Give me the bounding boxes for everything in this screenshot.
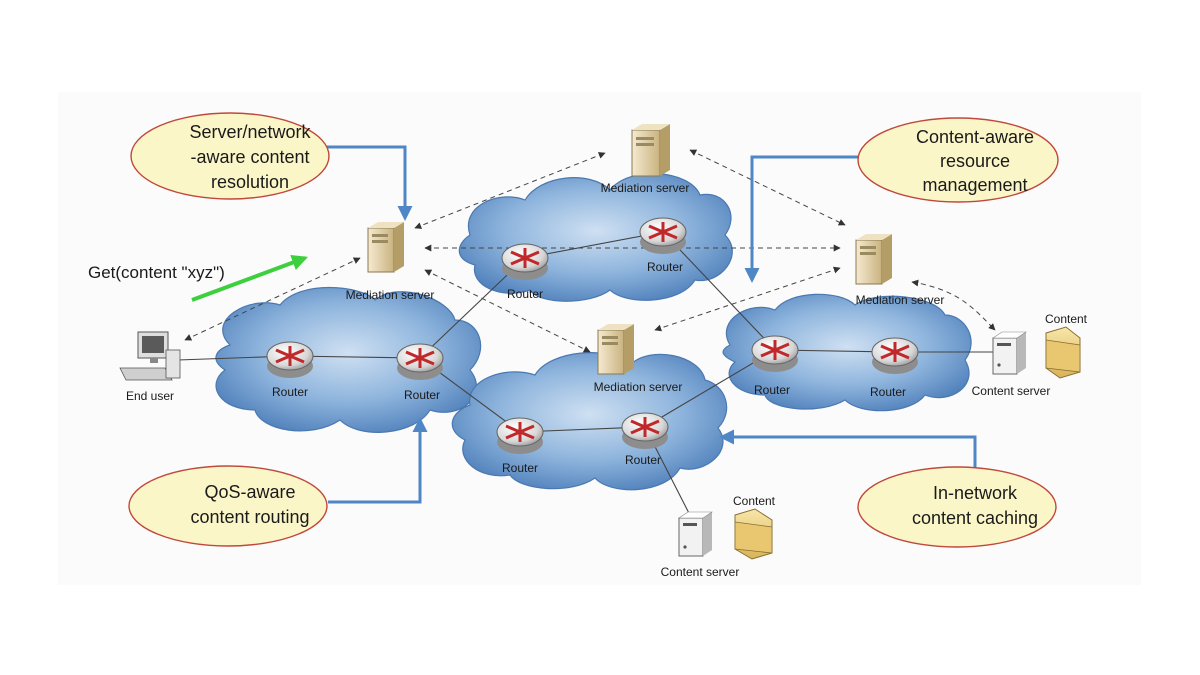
callout-line: In-network <box>933 483 1018 503</box>
end-user-pc: End user <box>119 331 181 403</box>
callout-arrows <box>322 145 977 504</box>
router-label: Router <box>404 388 440 402</box>
router-label: Router <box>754 383 790 397</box>
router-label: Router <box>272 385 308 399</box>
callout-line: content routing <box>190 507 309 527</box>
content-server-label: Content server <box>661 565 740 579</box>
callout-line: content caching <box>912 508 1038 528</box>
cloud-bottom <box>451 352 728 491</box>
arrow-content-aware <box>744 155 860 283</box>
mediation-server-label: Mediation server <box>856 293 945 307</box>
router-label: Router <box>870 385 906 399</box>
callout-line: management <box>922 175 1027 195</box>
callout-line: -aware content <box>190 147 309 167</box>
callout-line: QoS-aware <box>204 482 295 502</box>
router-bottom-2: Router <box>621 412 669 467</box>
content-server-bottom: Content server <box>661 511 740 579</box>
router-label: Router <box>625 453 661 467</box>
dash-top-right <box>689 149 846 226</box>
router-left-2: Router <box>396 343 444 402</box>
arrow-qos-routing <box>328 417 428 504</box>
router-label: Router <box>507 287 543 301</box>
dash-mediation-contentserver <box>911 279 996 331</box>
arrow-server-network <box>322 145 413 221</box>
callout-qos-routing: QoS-aware content routing <box>128 465 328 547</box>
end-user-label: End user <box>126 389 174 403</box>
router-left-1: Router <box>266 341 314 399</box>
dash-bottom-right <box>654 266 841 332</box>
callout-server-network: Server/network -aware content resolution <box>130 112 330 200</box>
callout-line: resolution <box>211 172 289 192</box>
mediation-server-left: Mediation server <box>346 222 435 302</box>
router-right-1: Router <box>751 335 799 397</box>
router-top-1: Router <box>501 243 549 301</box>
router-right-2: Router <box>870 337 919 399</box>
dash-left-bottom <box>424 269 591 353</box>
arrow-in-network <box>719 429 977 470</box>
content-server-label: Content server <box>972 384 1051 398</box>
request-label: Get(content "xyz") <box>88 263 225 282</box>
mediation-server-right: Mediation server <box>855 234 945 307</box>
mediation-server-label: Mediation server <box>594 380 683 394</box>
router-label: Router <box>647 260 683 274</box>
router-label: Router <box>502 461 538 475</box>
mediation-server-label: Mediation server <box>346 288 435 302</box>
callout-line: resource <box>940 151 1010 171</box>
callout-line: Server/network <box>189 122 311 142</box>
mediation-server-label: Mediation server <box>601 181 690 195</box>
mediation-server-bottom: Mediation server <box>594 324 683 394</box>
request-arrow <box>191 254 308 302</box>
content-label: Content <box>733 494 776 508</box>
content-folder-bottom: Content <box>733 494 776 560</box>
mediation-server-top: Mediation server <box>601 124 690 195</box>
callout-content-aware: Content-aware resource management <box>857 117 1059 203</box>
callout-in-network: In-network content caching <box>857 466 1057 548</box>
mediation-arrows <box>184 149 996 353</box>
content-server-right: Content server <box>972 331 1051 398</box>
content-label: Content <box>1045 312 1088 326</box>
router-top-2: Router <box>639 217 687 274</box>
content-folder-right: Content <box>1045 312 1088 379</box>
callout-line: Content-aware <box>916 127 1034 147</box>
router-bottom-1: Router <box>496 417 544 475</box>
dash-left-top <box>414 152 606 229</box>
